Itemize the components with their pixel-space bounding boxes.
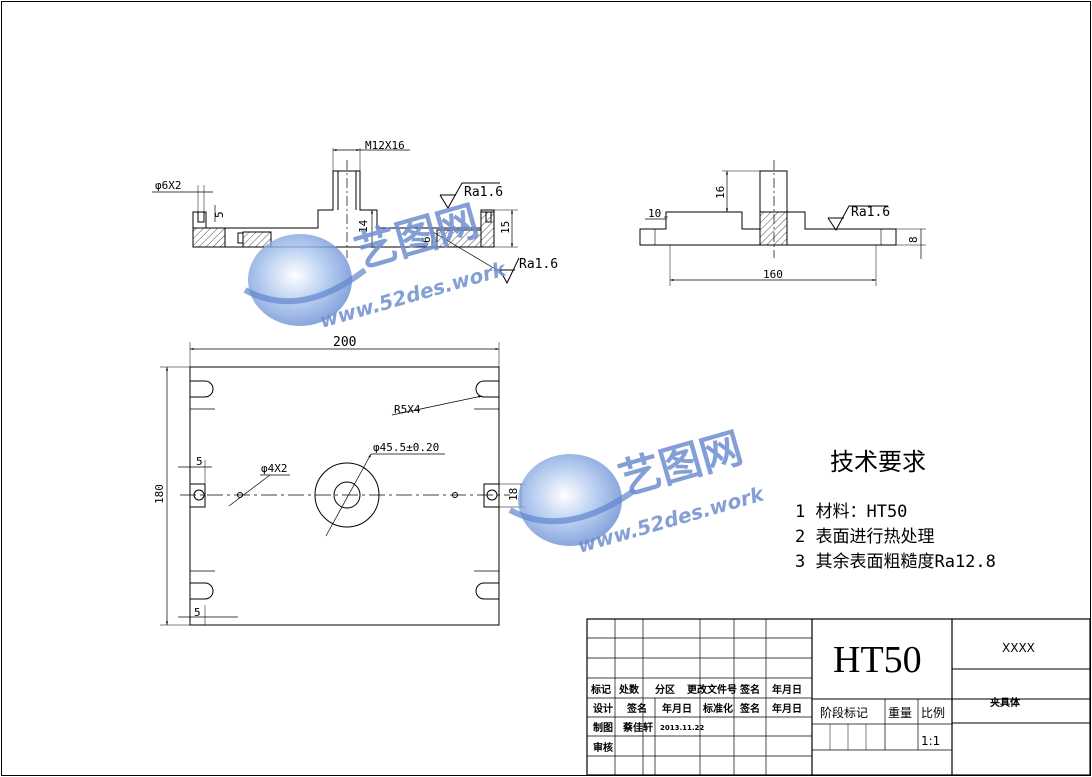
- top-view: [160, 342, 526, 626]
- material-large: HT50: [833, 639, 922, 681]
- row-design-date: 年月日: [662, 702, 692, 715]
- watermark-2: 艺图网 www.52des.work: [508, 423, 768, 558]
- row-standard-sign: 签名: [739, 702, 760, 715]
- row-design-sign: 签名: [626, 702, 647, 715]
- hdr-change-doc: 更改文件号: [687, 683, 737, 696]
- side-view: [639, 160, 926, 286]
- dim-18: 18: [507, 488, 520, 501]
- row-standard-date: 年月日: [772, 702, 802, 715]
- note-2: 2 表面进行热处理: [795, 527, 934, 547]
- thread-label: M12X16: [365, 139, 405, 152]
- drafter-name: 蔡佳轩: [622, 721, 653, 734]
- dim-180: 180: [153, 484, 166, 504]
- stage-label: 阶段标记: [820, 705, 868, 720]
- top-view-labels: 200 180 5 5 18 R5X4 φ4X2 φ45.5±0.20: [153, 335, 520, 619]
- row-design: 设计: [593, 702, 613, 715]
- dim-160: 160: [763, 268, 783, 281]
- hdr-mark: 标记: [590, 683, 611, 696]
- dim-200: 200: [333, 335, 356, 350]
- scale-label: 比例: [921, 706, 945, 720]
- hdr-zone: 分区: [655, 683, 675, 696]
- watermark-cn-1: 艺图网: [349, 196, 484, 278]
- hdr-sign: 签名: [739, 683, 760, 696]
- part-name: 夹具体: [990, 696, 1021, 709]
- drafter-date: 2013.11.22: [660, 724, 704, 732]
- dim-10: 10: [648, 207, 661, 220]
- roughness-bottom: Ra1.6: [519, 257, 558, 272]
- radius-label: R5X4: [394, 403, 421, 416]
- row-standard: 标准化: [702, 702, 733, 715]
- front-view-labels: M12X16 φ6X2 5 14 6 15 Ra1.6 Ra1.6: [155, 139, 558, 272]
- dim-5: 5: [213, 211, 226, 218]
- drafter-label: 制图: [593, 721, 613, 734]
- front-view: [152, 148, 520, 285]
- weight-label: 重量: [888, 706, 912, 720]
- note-3: 3 其余表面粗糙度Ra12.8: [795, 552, 996, 572]
- side-view-labels: 10 16 8 160 Ra1.6: [648, 186, 920, 281]
- hole-label: φ6X2: [155, 179, 182, 192]
- hole-label-top: φ4X2: [261, 462, 288, 475]
- roughness-top: Ra1.6: [464, 185, 503, 200]
- dim-5-left: 5: [196, 455, 203, 468]
- notes-title: 技术要求: [830, 448, 926, 476]
- roughness-side: Ra1.6: [851, 205, 890, 220]
- dim-15: 15: [499, 221, 512, 234]
- dim-5-bottom: 5: [194, 606, 201, 619]
- bore-label: φ45.5±0.20: [373, 441, 439, 454]
- technical-notes: 技术要求 1 材料：HT50 2 表面进行热处理 3 其余表面粗糙度Ra12.8: [795, 448, 996, 572]
- dim-8: 8: [907, 236, 920, 243]
- note-1: 1 材料：HT50: [795, 502, 907, 522]
- dim-14: 14: [357, 219, 370, 233]
- drawing-number: XXXX: [1002, 641, 1035, 655]
- hdr-count: 处数: [618, 683, 640, 696]
- title-block-text: HT50 XXXX 夹具体 标记 处数 分区 更改文件号 签名 年月日 设计 签…: [590, 639, 1035, 754]
- title-block: [586, 618, 1091, 776]
- dim-6: 6: [420, 236, 433, 243]
- hdr-date: 年月日: [772, 683, 802, 696]
- dim-16: 16: [714, 186, 727, 199]
- review-label: 审核: [593, 741, 613, 754]
- scale-value: 1:1: [921, 734, 940, 748]
